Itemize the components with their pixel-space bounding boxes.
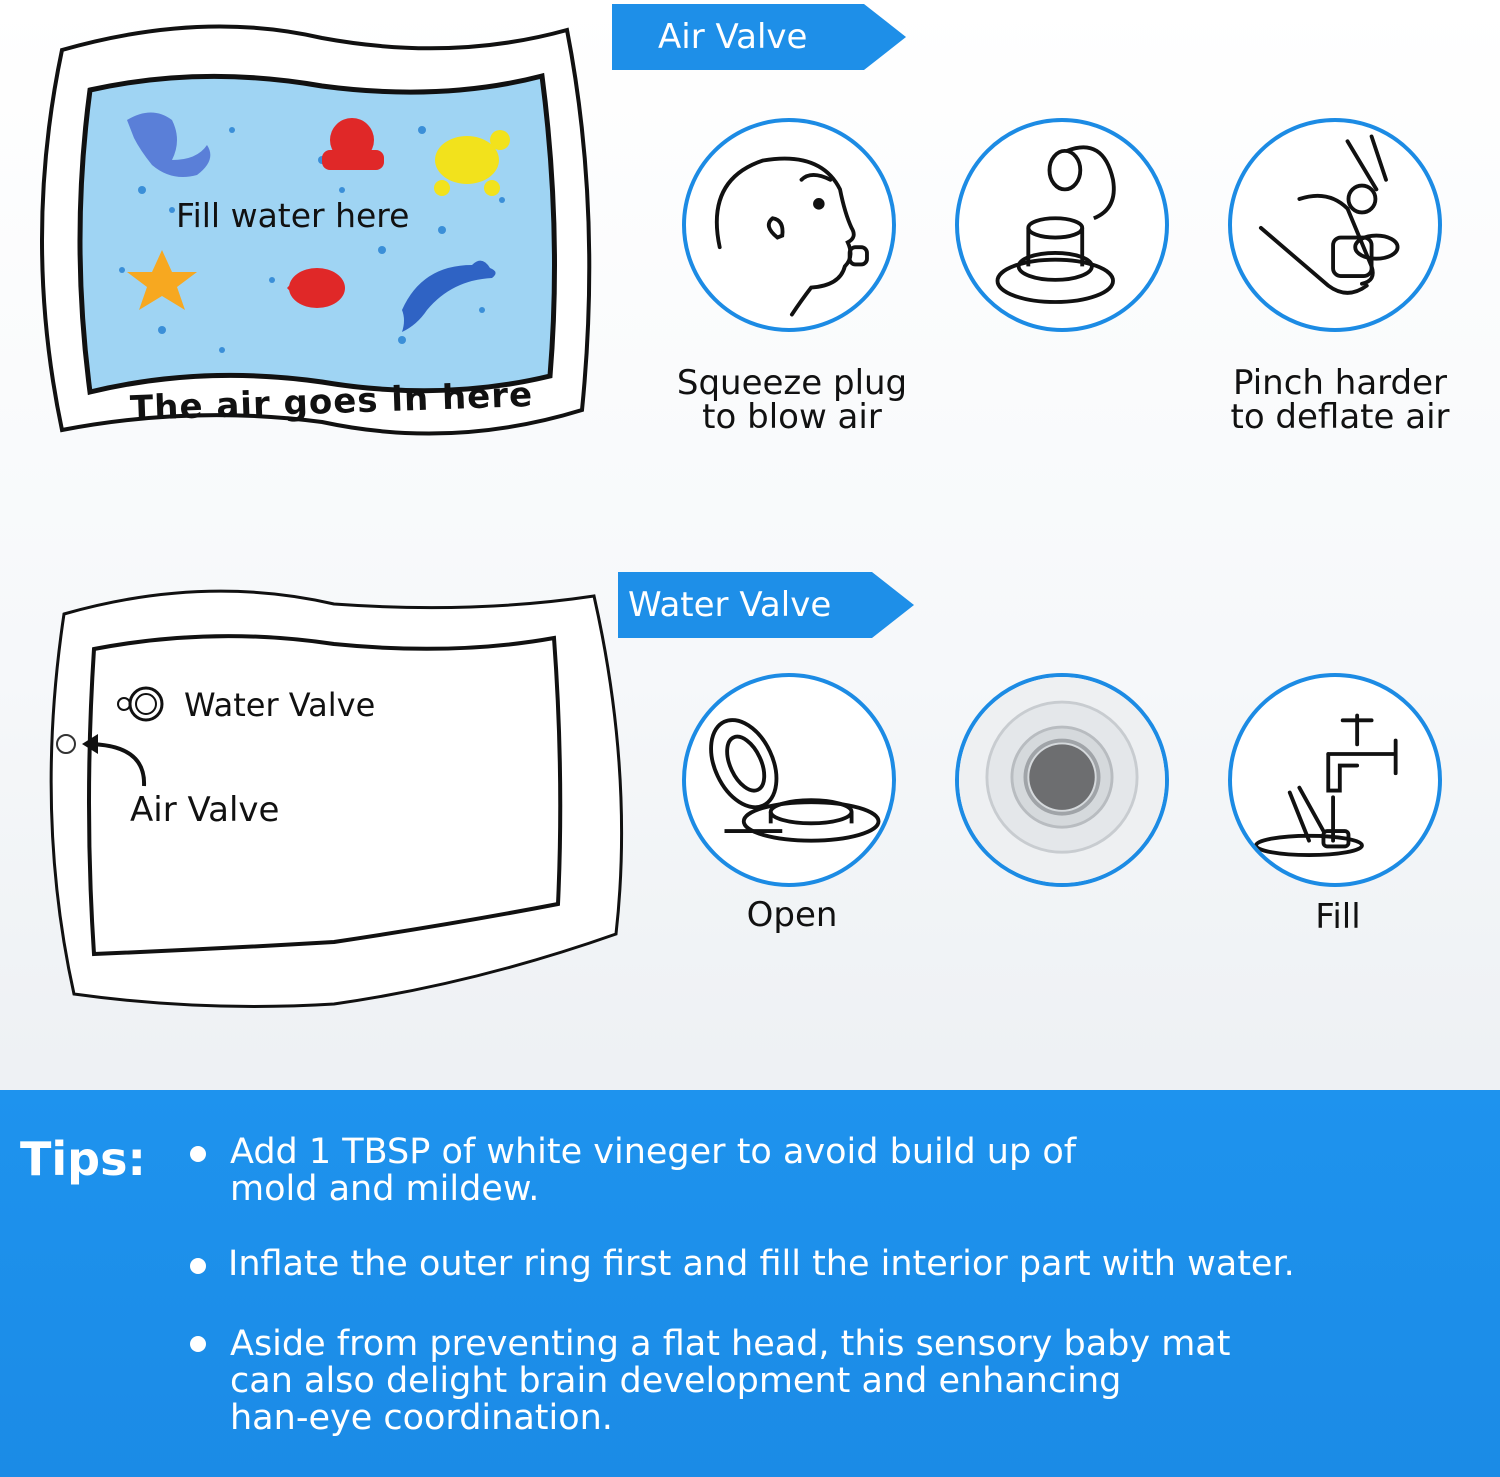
tip-3-line1: Aside from preventing a flat head, this …	[230, 1324, 1231, 1364]
tip-1-line1: Add 1 TBSP of white vineger to avoid bui…	[230, 1132, 1077, 1172]
water-step-3-caption: Fill	[1315, 897, 1361, 937]
water-step-2-circle	[955, 673, 1169, 887]
open-valve-icon	[686, 677, 892, 883]
air-step-2-circle	[955, 118, 1169, 332]
tip-1-line2: mold and mildew.	[230, 1169, 540, 1209]
face-blowing-icon	[686, 122, 892, 328]
tip-3-line3: han-eye coordination.	[230, 1398, 613, 1438]
air-valve-banner: Air Valve	[612, 4, 906, 70]
tip-3-bullet	[190, 1336, 206, 1352]
air-step-1-caption-line1: Squeeze plug	[676, 363, 908, 403]
fill-water-label: Fill water here	[176, 196, 410, 235]
tip-3-line2: can also delight brain development and e…	[230, 1361, 1122, 1401]
tip-1-text: Add 1 TBSP of white vineger to avoid bui…	[230, 1134, 1076, 1208]
mat-air-valve-label: Air Valve	[130, 790, 280, 830]
tips-title: Tips:	[20, 1132, 146, 1186]
mat-water-valve-label: Water Valve	[184, 686, 376, 724]
faucet-fill-icon	[1232, 677, 1438, 883]
water-step-3-circle	[1228, 673, 1442, 887]
tip-2-bullet	[190, 1258, 206, 1274]
tip-2-text: Inflate the outer ring first and fill th…	[228, 1246, 1295, 1283]
water-valve-banner-text: Water Valve	[628, 585, 832, 625]
tip-3-text: Aside from preventing a flat head, this …	[230, 1326, 1230, 1437]
water-valve-banner: Water Valve	[618, 572, 914, 638]
air-step-3-circle	[1228, 118, 1442, 332]
water-step-1-circle	[682, 673, 896, 887]
air-valve-banner-text: Air Valve	[658, 17, 808, 57]
pinch-valve-icon	[1232, 122, 1438, 328]
tip-1-bullet	[190, 1146, 206, 1162]
water-step-1-caption: Open	[746, 895, 838, 935]
valve-closeup-icon	[959, 677, 1165, 883]
air-step-3-caption: Pinch harder to deflate air	[1190, 366, 1490, 434]
air-step-1-caption-line2: to blow air	[702, 397, 882, 437]
air-step-3-caption-line1: Pinch harder	[1232, 363, 1448, 403]
air-step-3-caption-line2: to deflate air	[1230, 397, 1450, 437]
tip-2-line1: Inflate the outer ring first and fill th…	[228, 1244, 1295, 1284]
valve-location-mat	[34, 574, 624, 1020]
tips-panel: Tips: Add 1 TBSP of white vineger to avo…	[0, 1090, 1500, 1477]
water-mat-illustration	[22, 10, 602, 450]
valve-plug-icon	[959, 122, 1165, 328]
air-step-1-circle	[682, 118, 896, 332]
air-step-1-caption: Squeeze plug to blow air	[642, 366, 942, 434]
